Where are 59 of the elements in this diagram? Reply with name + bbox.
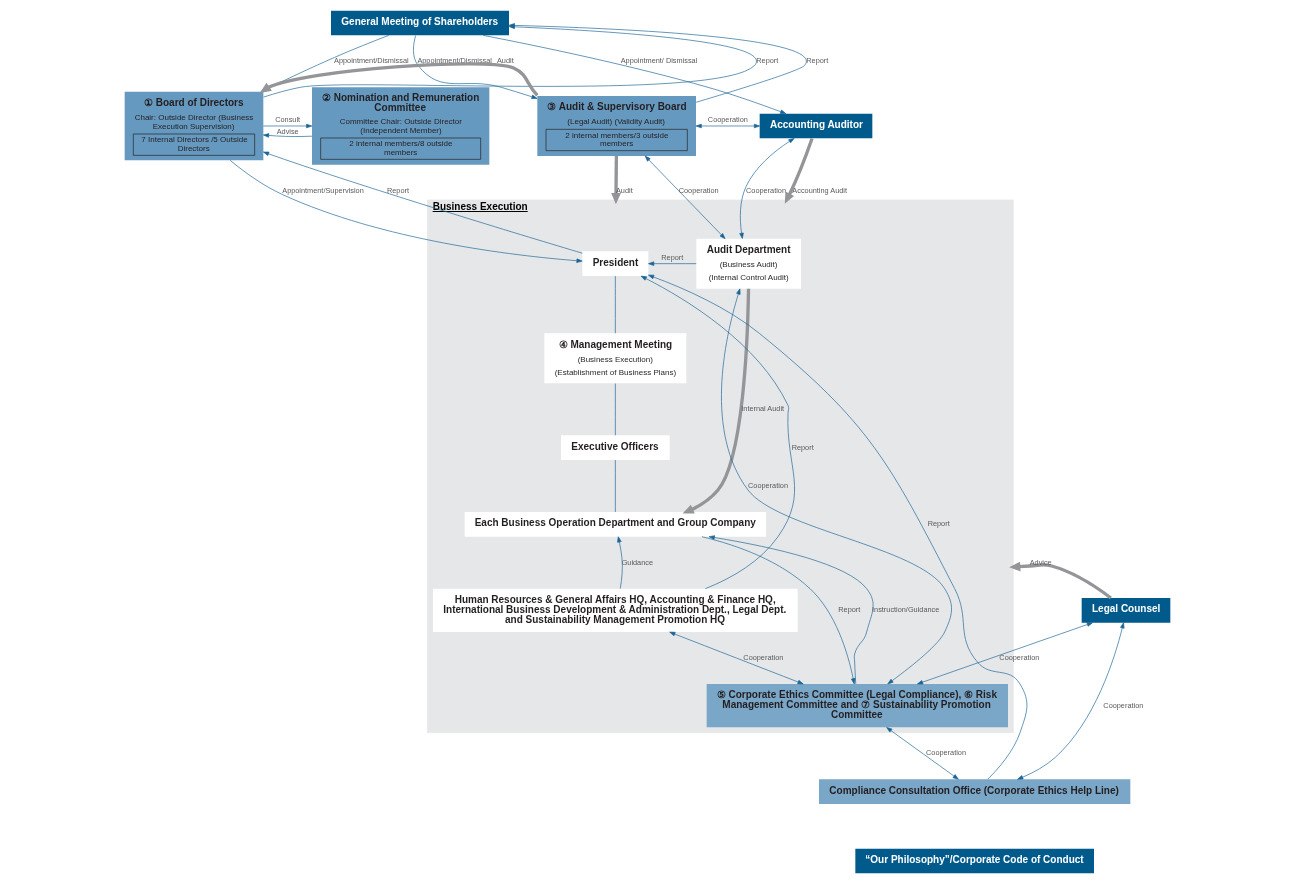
node-box: Legal Counsel <box>1081 598 1170 623</box>
arrow <box>644 155 725 239</box>
edge-label: Cooperation <box>678 185 719 195</box>
edge-label: Report <box>837 605 860 615</box>
arrow <box>668 631 804 685</box>
arrow <box>916 622 1093 685</box>
edge-label: Consult <box>274 114 300 124</box>
arrow <box>412 35 537 99</box>
edge-label: Cooperation <box>925 748 966 758</box>
edge-label: Report <box>755 56 778 66</box>
arrow <box>647 274 1027 780</box>
arrow <box>1008 561 1112 600</box>
arrow <box>720 288 952 685</box>
node-box: Executive Officers <box>560 435 670 460</box>
edge-label: Internal Audit <box>740 404 784 414</box>
arrow <box>682 288 750 514</box>
edge-label: Audit <box>496 56 514 66</box>
edge-label: Appointment/ Dismissal <box>620 56 697 66</box>
arrow <box>640 275 795 589</box>
node-box: Compliance Consultation Office (Corporate Ethics Help Line) <box>818 779 1130 804</box>
edge-label: Accounting Audit <box>791 185 847 195</box>
edge-label: Report <box>791 442 814 452</box>
arrow <box>616 536 623 589</box>
arrow <box>262 151 583 254</box>
arrow <box>708 535 873 685</box>
edge-label: Cooperation <box>745 185 786 195</box>
node-box: General Meeting of Shareholders <box>330 10 509 36</box>
edge-label: Cooperation <box>742 652 783 662</box>
edge-label: Cooperation <box>707 114 748 124</box>
edge-label: Advise <box>276 126 299 136</box>
edge-label: Report <box>386 185 409 195</box>
edge-label: Instruction/Guidance <box>871 605 939 615</box>
node-box: President <box>581 251 648 276</box>
arrow <box>647 261 697 266</box>
edge-label: Report <box>927 519 950 529</box>
edge-label: Guidance <box>621 557 653 567</box>
node-box: Accounting Auditor <box>759 113 872 139</box>
edge-label: Report <box>660 252 683 262</box>
arrow <box>262 123 312 129</box>
arrow <box>610 156 621 205</box>
arrow <box>738 138 794 239</box>
edge-label: Cooperation <box>998 652 1039 662</box>
node-box: “Our Philosophy”/Corporate Code of Conduct <box>854 848 1094 874</box>
node-box: Each Business Operation Department and Group Company <box>464 512 766 537</box>
arrow <box>701 536 855 685</box>
edge-label: Appointment/Supervision <box>281 185 364 195</box>
arrow <box>695 123 760 129</box>
arrow <box>482 35 786 114</box>
edge-label: Report <box>805 56 828 66</box>
arrow <box>885 727 959 780</box>
edge-label: Appointment/Dismissal <box>333 56 409 66</box>
node-box: ⑤ Corporate Ethics Committee (Legal Compliance), ⑥ Risk Management Committee and ⑦ Sustainability Promotion Committee <box>706 684 1008 728</box>
edge-label: Cooperation <box>1102 700 1143 710</box>
node-box: Human Resources & General Affairs HQ, Accounting & Finance HQ, International Business Development & Administration Dept., Legal Dept. and Sustainability Management Promotion HQ <box>432 588 798 632</box>
arrow <box>262 133 312 138</box>
arrow <box>1016 622 1124 780</box>
arrow <box>784 137 814 204</box>
edge-label: Cooperation <box>747 480 788 490</box>
arrow <box>229 160 582 263</box>
